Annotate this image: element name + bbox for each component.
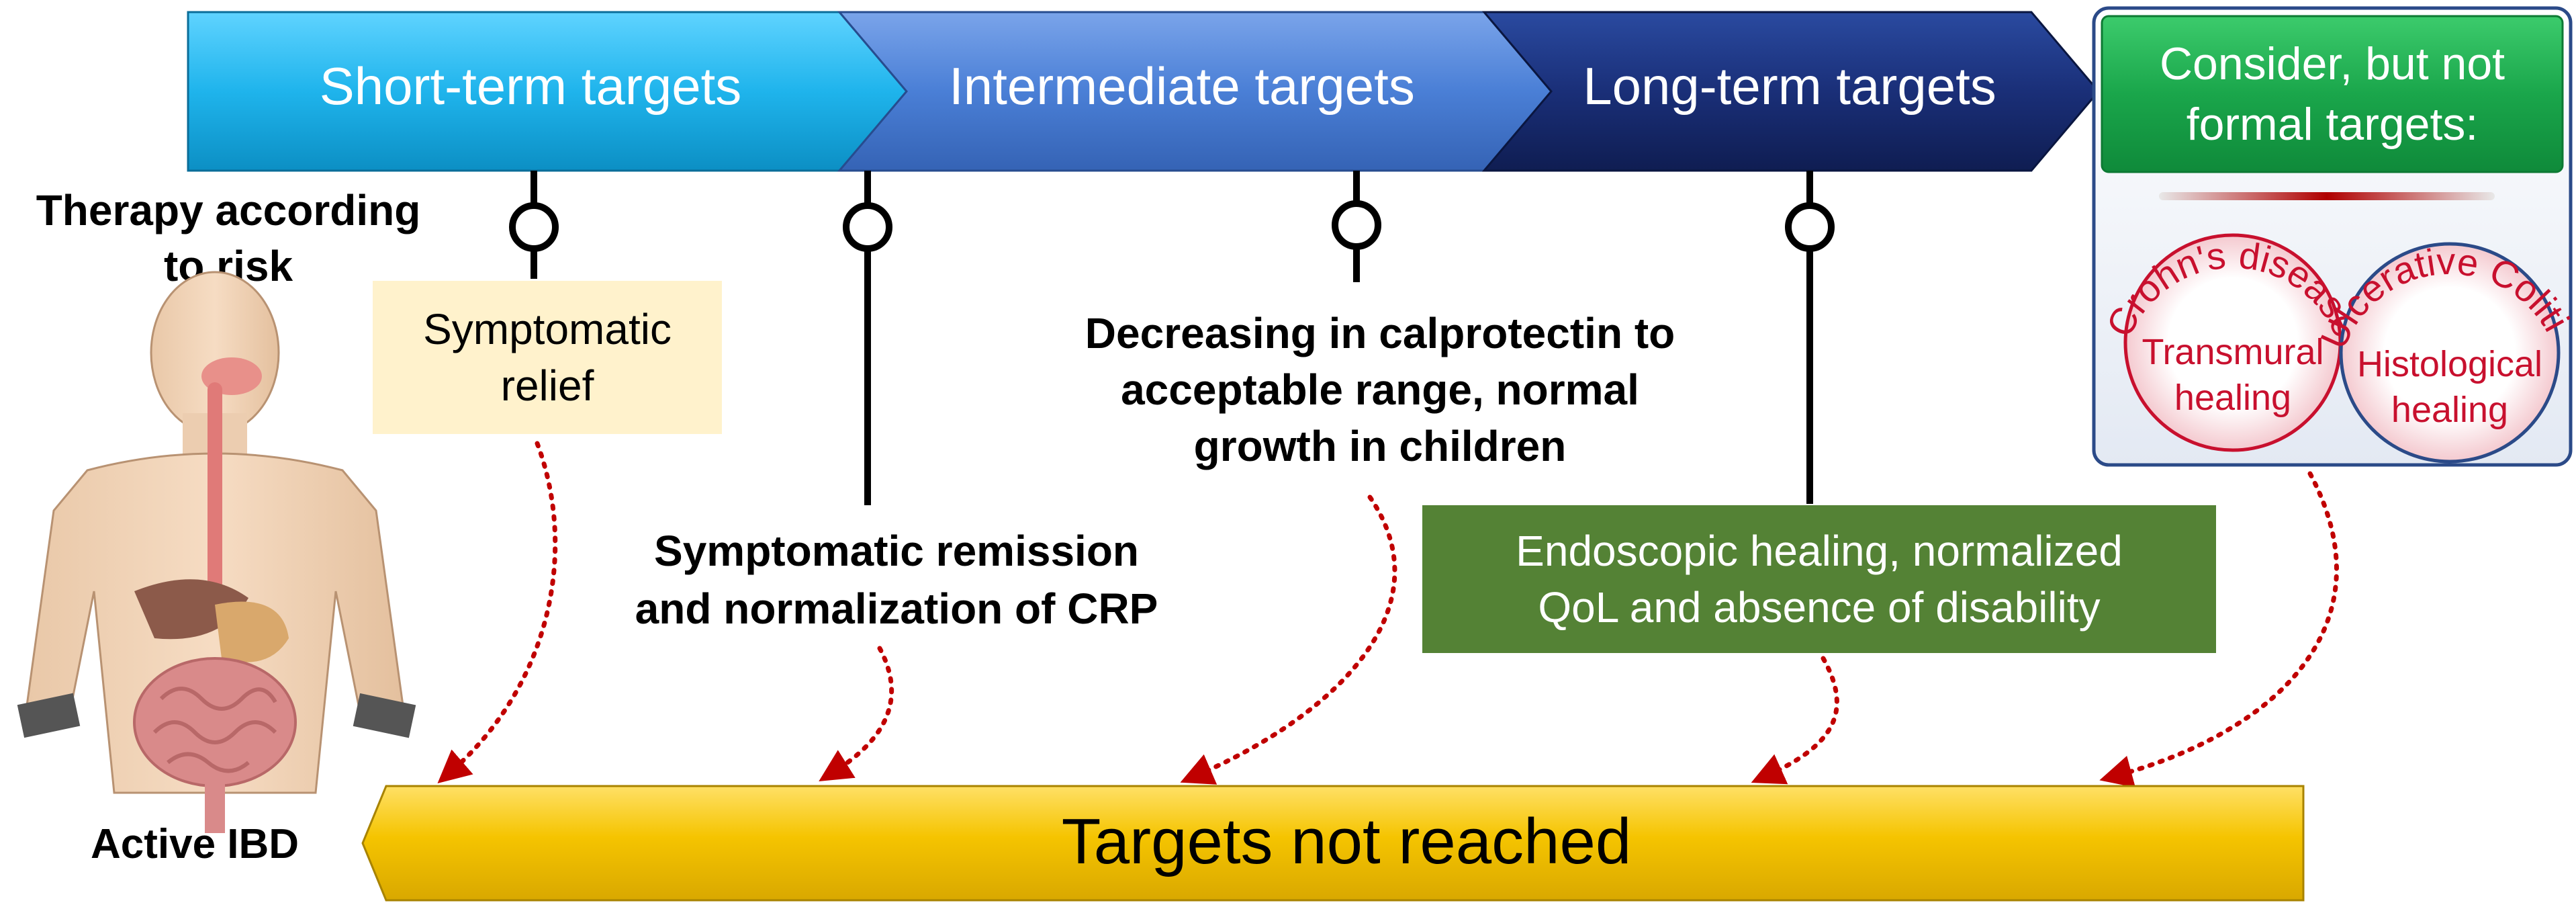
arrow-from-relief <box>437 441 558 784</box>
consider-divider <box>2159 192 2495 200</box>
remission-target: Symptomatic remission and normalization … <box>635 527 1158 633</box>
symptomatic-relief-target: Symptomatic relief <box>373 281 722 434</box>
uc-healing-line2: healing <box>2391 390 2508 430</box>
symptomatic-relief-box <box>373 281 722 434</box>
endoscopic-line1: Endoscopic healing, normalized <box>1516 527 2123 575</box>
long-term-chevron <box>1481 11 2100 172</box>
symptomatic-relief-line1: Symptomatic <box>423 305 672 353</box>
human-body-illustration <box>17 271 416 833</box>
body-intestine-coils <box>152 687 277 773</box>
long-term-label: Long-term targets <box>1583 56 1996 116</box>
remission-line1: Symptomatic remission <box>654 527 1139 575</box>
pin-ring-relief <box>509 202 559 252</box>
uc-healing-line1: Histological <box>2357 344 2542 384</box>
body-right-arm-cuff <box>353 693 416 738</box>
active-ibd-label: Active IBD <box>91 821 299 867</box>
arrow-from-consider <box>2099 471 2339 788</box>
pin-ring-remission <box>843 202 892 252</box>
header-bar: Short-term targets Intermediate targets … <box>187 11 2100 172</box>
arrow-from-remission <box>819 646 894 781</box>
calprotectin-target: Decreasing in calprotectin to acceptable… <box>1085 309 1675 470</box>
left-panel: Therapy according to risk <box>17 186 421 867</box>
crohns-healing-line1: Transmural <box>2142 332 2324 372</box>
consider-header-line2: formal targets: <box>2187 99 2479 150</box>
body-rectum <box>205 783 225 833</box>
endoscopic-line2: QoL and absence of disability <box>1538 583 2100 632</box>
intermediate-label: Intermediate targets <box>949 56 1415 116</box>
endoscopic-box <box>1422 505 2216 653</box>
consider-header-line1: Consider, but not <box>2160 38 2505 89</box>
pin-ring-endoscopic <box>1785 202 1835 252</box>
consider-header-box <box>2101 15 2564 173</box>
calprotectin-line3: growth in children <box>1194 422 1567 470</box>
pin-ring-calprotectin <box>1332 200 1381 250</box>
arrow-from-calprotectin <box>1180 494 1397 785</box>
body-left-arm-cuff <box>17 693 81 738</box>
therapy-line1: Therapy according <box>36 186 421 234</box>
not-reached-arrow-shape <box>361 785 2305 902</box>
calprotectin-line1: Decreasing in calprotectin to <box>1085 309 1675 357</box>
symptomatic-relief-line2: relief <box>501 361 594 410</box>
feedback-arrows <box>437 441 2339 788</box>
remission-line2: and normalization of CRP <box>635 585 1158 633</box>
not-reached-label: Targets not reached <box>1062 806 1632 877</box>
crohns-healing-line2: healing <box>2174 378 2291 418</box>
endoscopic-target: Endoscopic healing, normalized QoL and a… <box>1422 505 2216 653</box>
short-term-label: Short-term targets <box>320 56 742 116</box>
calprotectin-line2: acceptable range, normal <box>1121 365 1639 414</box>
timeline-pins <box>509 171 1835 505</box>
uc-circle <box>2339 242 2561 464</box>
arrow-from-endoscopic <box>1751 656 1839 785</box>
targets-not-reached-bar: Targets not reached <box>361 785 2305 902</box>
body-stomach <box>215 601 289 662</box>
